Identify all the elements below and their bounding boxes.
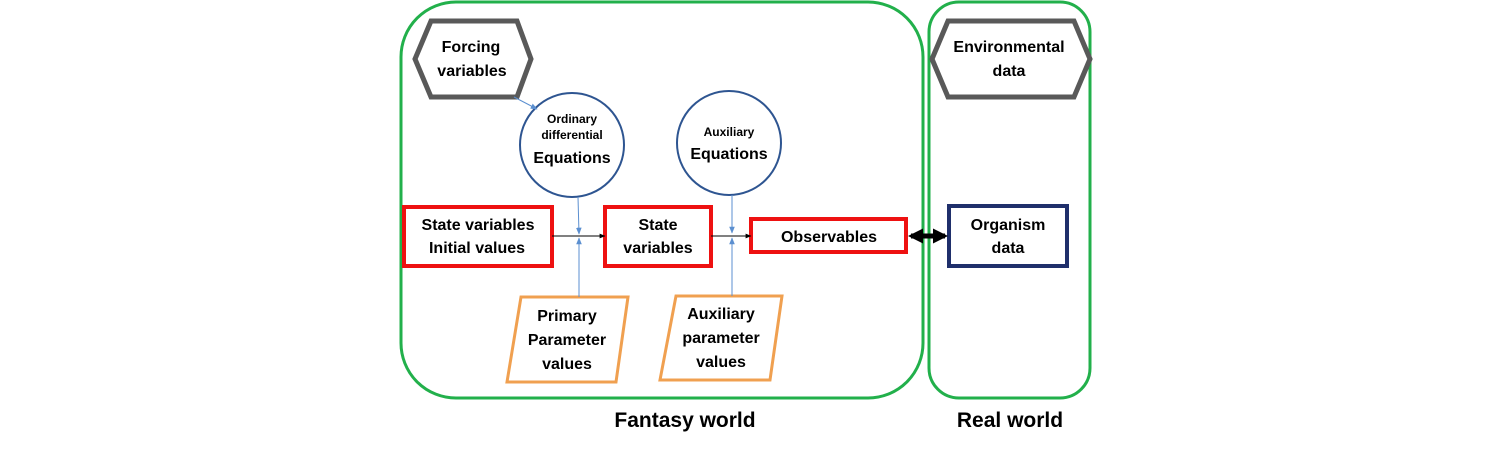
auxiliary-parameters-label-3: values xyxy=(696,354,746,371)
state-initial-box xyxy=(402,205,554,268)
auxiliary-equations-circle xyxy=(676,90,782,196)
forcing-variables-label-2: variables xyxy=(437,63,506,80)
ode-equations-circle xyxy=(519,92,625,198)
ode-label-ordinary: Ordinary xyxy=(547,112,597,126)
environmental-data-label-1: Environmental xyxy=(953,39,1064,56)
organism-data-box xyxy=(947,204,1069,268)
ode-label-differential: differential xyxy=(541,128,602,142)
state-variables-label-2: variables xyxy=(623,240,692,257)
state-initial-label-1: State variables xyxy=(422,217,535,234)
aux-eq-label-auxiliary: Auxiliary xyxy=(704,125,755,139)
observables-label: Observables xyxy=(781,229,877,246)
primary-parameters-label-3: values xyxy=(542,356,592,373)
primary-parameters-label-1: Primary xyxy=(537,308,597,325)
ode-label-equations: Equations xyxy=(533,150,610,167)
auxiliary-parameters-label-2: parameter xyxy=(682,330,759,347)
real-world-container xyxy=(927,0,1092,400)
aux-eq-label-equations: Equations xyxy=(690,146,767,163)
organism-data-label-1: Organism xyxy=(971,217,1046,234)
auxiliary-parameters-parallelogram xyxy=(658,294,784,382)
environmental-data-hexagon xyxy=(929,18,1093,100)
organism-data-label-2: data xyxy=(992,240,1025,257)
primary-parameters-parallelogram xyxy=(505,295,630,384)
real-world-label: Real world xyxy=(957,409,1063,432)
ode-to-junction-arrow xyxy=(576,196,582,235)
auxiliary-parameters-label-1: Auxiliary xyxy=(687,306,755,323)
state-initial-label-2: Initial values xyxy=(429,240,525,257)
forcing-variables-hexagon xyxy=(412,18,534,100)
fantasy-world-label: Fantasy world xyxy=(614,409,755,432)
forcing-to-ode-arrow xyxy=(513,96,538,110)
forcing-variables-label-1: Forcing xyxy=(442,39,501,56)
state-variables-box xyxy=(603,205,713,268)
environmental-data-label-2: data xyxy=(993,63,1026,80)
fantasy-world-container xyxy=(399,0,925,400)
state-variables-label-1: State xyxy=(638,217,677,234)
primary-parameters-label-2: Parameter xyxy=(528,332,606,349)
